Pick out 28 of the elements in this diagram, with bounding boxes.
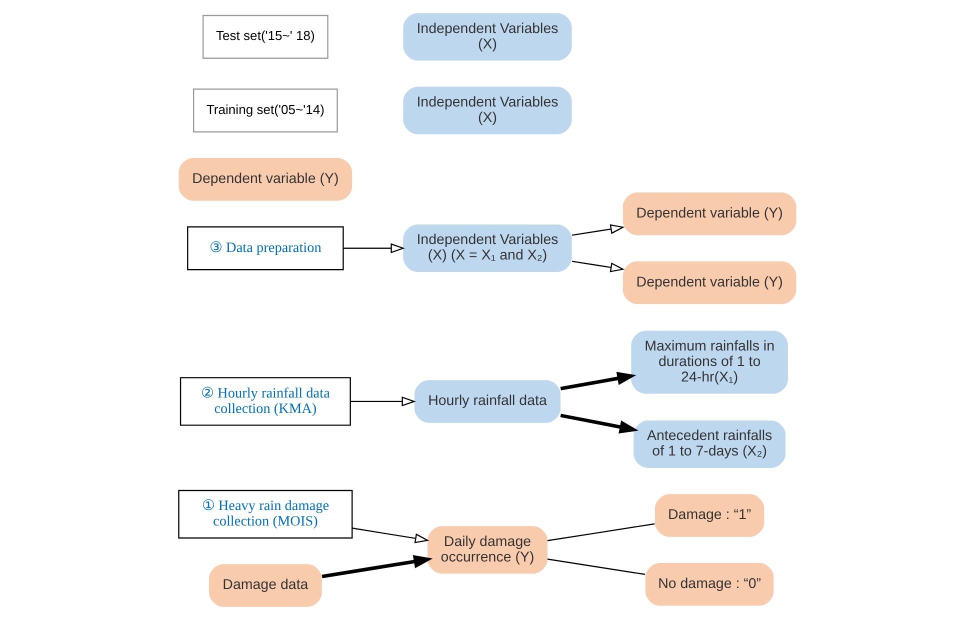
- node-box: Independent Variables (X): [402, 86, 572, 134]
- node-box: ③ Data preparation: [186, 226, 344, 270]
- node-box: Damage data: [208, 564, 322, 607]
- arrow: [560, 372, 636, 390]
- arrow: [321, 555, 432, 578]
- arrow: [350, 396, 416, 406]
- node-box: Dependent variable (Y): [178, 158, 352, 201]
- node-box: Hourly rainfall data: [414, 380, 560, 423]
- node-box: Training set('05~'14): [192, 88, 338, 132]
- node-box: Daily damage occurrence (Y): [427, 526, 547, 574]
- arrow: [571, 224, 624, 236]
- node-box: Test set('15~' 18): [202, 14, 328, 59]
- arrow: [342, 243, 404, 254]
- arrow: [560, 414, 638, 434]
- node-box: Dependent variable (Y): [622, 261, 796, 304]
- arrow: [352, 528, 429, 544]
- node-box: No damage : “0”: [644, 562, 774, 606]
- arrow: [571, 260, 624, 272]
- node-box: ② Hourly rainfall data collection (KMA): [179, 377, 350, 426]
- node-box: Independent Variables (X) (X = X₁ and X₂): [402, 224, 572, 272]
- connector: [546, 523, 654, 542]
- node-box: Independent Variables (X): [402, 13, 572, 61]
- node-box: Antecedent rainfalls of 1 to 7-days (X₂): [633, 420, 786, 468]
- node-box: ① Heavy rain damage collection (MOIS): [178, 490, 352, 539]
- node-box: Maximum rainfalls in durations of 1 to 24-hr(X₁): [630, 330, 788, 394]
- connector: [546, 558, 645, 575]
- node-box: Damage : “1”: [654, 494, 764, 537]
- node-box: Dependent variable (Y): [622, 192, 796, 236]
